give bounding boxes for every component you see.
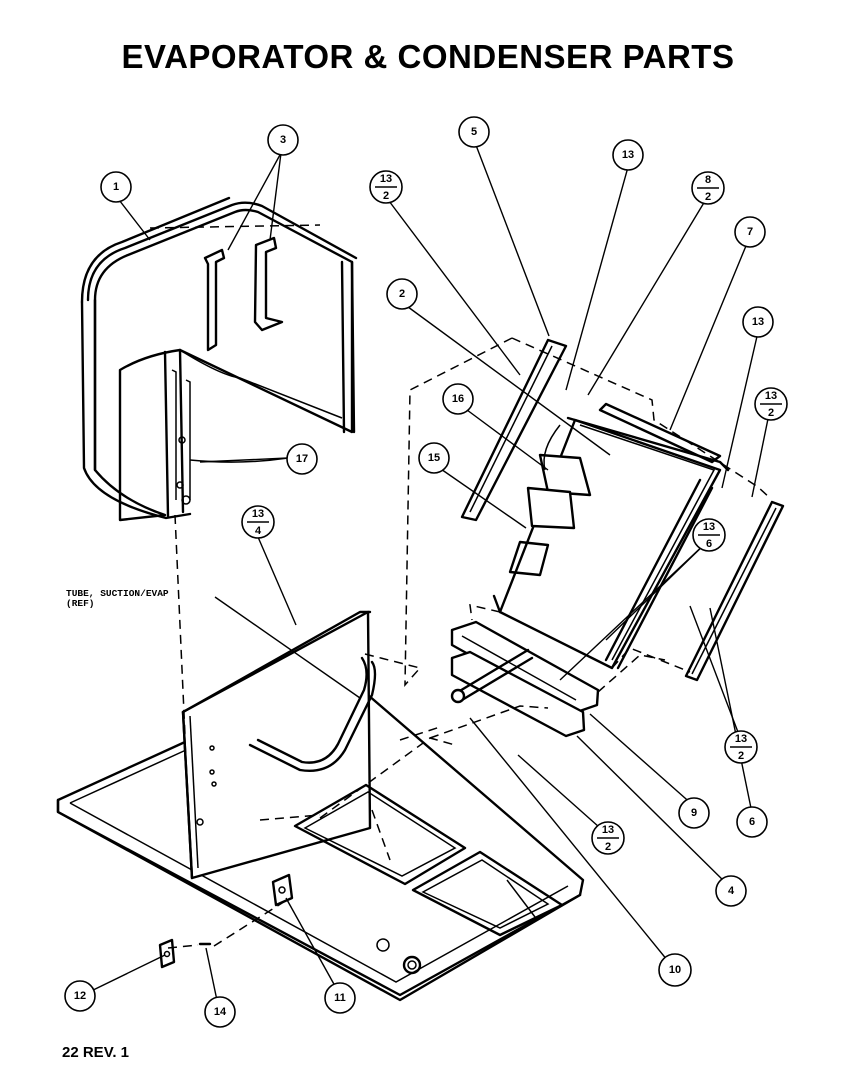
callout-1: 1 [100, 171, 132, 203]
svg-text:6: 6 [706, 538, 712, 550]
leader-lines [84, 139, 771, 1011]
svg-text:11: 11 [334, 992, 346, 1004]
svg-text:7: 7 [747, 226, 753, 238]
svg-text:4: 4 [255, 525, 262, 537]
svg-text:2: 2 [768, 407, 774, 419]
callout-8-over-2: 8 2 [691, 171, 725, 205]
tube-suction-evap-label: TUBE, SUCTION/EVAP (REF) [66, 589, 169, 609]
svg-text:9: 9 [691, 807, 697, 819]
svg-text:13: 13 [765, 390, 777, 402]
callout-10: 10 [658, 953, 692, 987]
callout-13-over-2: 13 2 [724, 730, 758, 764]
svg-text:6: 6 [749, 816, 755, 828]
svg-text:2: 2 [399, 288, 405, 300]
svg-text:4: 4 [728, 885, 735, 897]
callout-13: 13 [612, 139, 644, 171]
callout-15: 15 [418, 442, 450, 474]
base-pan [56, 337, 585, 1002]
svg-text:3: 3 [280, 134, 286, 146]
callout-13-over-4: 13 4 [241, 505, 275, 539]
callout-7: 7 [734, 216, 766, 248]
svg-text:2: 2 [383, 190, 389, 202]
callout-13-over-2: 13 2 [754, 387, 788, 421]
svg-text:13: 13 [735, 733, 747, 745]
svg-text:17: 17 [296, 453, 308, 465]
svg-text:10: 10 [669, 964, 681, 976]
callout-6: 6 [736, 806, 768, 838]
callout-5: 5 [458, 116, 490, 148]
svg-text:2: 2 [738, 750, 744, 762]
callout-11: 11 [324, 982, 356, 1014]
svg-text:15: 15 [428, 452, 440, 464]
callout-16: 16 [442, 383, 474, 415]
page-title: EVAPORATOR & CONDENSER PARTS [121, 38, 735, 75]
svg-text:2: 2 [605, 841, 611, 853]
svg-text:13: 13 [752, 316, 764, 328]
svg-text:13: 13 [380, 173, 392, 185]
callout-9: 9 [678, 797, 710, 829]
page-footer: 22 REV. 1 [62, 1044, 129, 1061]
svg-text:13: 13 [622, 149, 634, 161]
callout-12: 12 [64, 980, 96, 1012]
svg-text:1: 1 [113, 181, 119, 193]
callout-13-over-6: 13 6 [692, 518, 726, 552]
svg-text:13: 13 [602, 824, 614, 836]
svg-text:16: 16 [452, 393, 464, 405]
svg-text:13: 13 [703, 521, 715, 533]
svg-text:2: 2 [705, 191, 711, 203]
callout-13: 13 [742, 306, 774, 338]
svg-text:5: 5 [471, 126, 477, 138]
callout-13-over-2: 13 2 [369, 170, 403, 204]
svg-text:14: 14 [214, 1006, 227, 1018]
svg-text:8: 8 [705, 174, 711, 186]
callout-4: 4 [715, 875, 747, 907]
callout-17: 17 [286, 443, 318, 475]
tube-label-line1: TUBE, SUCTION/EVAP [66, 588, 169, 599]
evaporator-coil [80, 196, 358, 522]
callout-2: 2 [386, 278, 418, 310]
tube-label-line2: (REF) [66, 598, 95, 609]
svg-text:13: 13 [252, 508, 264, 520]
condenser-assembly [429, 337, 785, 739]
svg-text:12: 12 [74, 990, 86, 1002]
callout-14: 14 [204, 996, 236, 1028]
callout-13-over-2: 13 2 [591, 821, 625, 855]
callout-3: 3 [267, 124, 299, 156]
